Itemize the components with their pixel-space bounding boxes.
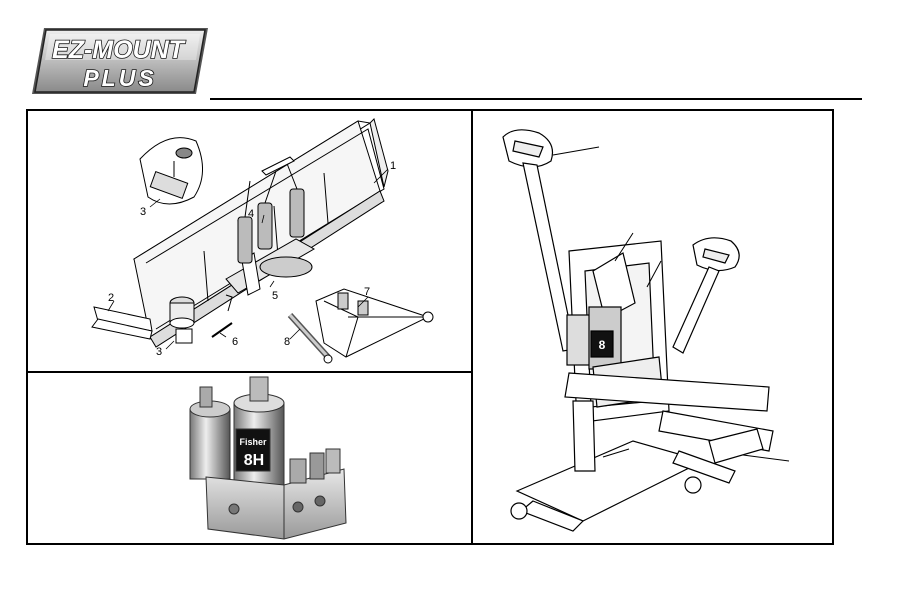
callout-7: 7 <box>364 286 370 298</box>
pump-reservoir: Fisher 8H <box>234 377 284 489</box>
hydraulic-pump-photo: Fisher 8H <box>28 373 471 543</box>
logo-line1: EZ-MOUNT <box>52 36 187 64</box>
callout-3-detail: 3 <box>140 206 146 218</box>
callout-4: 4 <box>248 208 254 220</box>
push-frame <box>316 289 433 357</box>
headlamp-bracket-left <box>503 130 575 351</box>
callout-2: 2 <box>108 292 114 304</box>
pump-label-brand: Fisher <box>239 437 267 447</box>
headlamp-bracket-right <box>673 238 739 353</box>
callout-5: 5 <box>272 290 278 302</box>
callout-6: 6 <box>232 336 238 348</box>
pump-motor <box>190 387 230 479</box>
pump-label-model: 8H <box>244 452 264 469</box>
mount-frame-diagram: 8 <box>473 111 832 543</box>
mount-pump-label: 8 <box>599 338 606 352</box>
pin <box>212 323 232 337</box>
detail-bubble <box>140 138 203 204</box>
callout-1: 1 <box>390 160 396 172</box>
logo-line2: PLUS <box>83 65 156 91</box>
header-rule <box>210 98 862 100</box>
plow-assembly-diagram: 1 2 3 3 4 5 6 7 8 <box>28 111 471 371</box>
callout-8: 8 <box>284 336 290 348</box>
ez-mount-plus-logo: EZ-MOUNT PLUS <box>30 24 210 98</box>
callout-3: 3 <box>156 346 162 358</box>
